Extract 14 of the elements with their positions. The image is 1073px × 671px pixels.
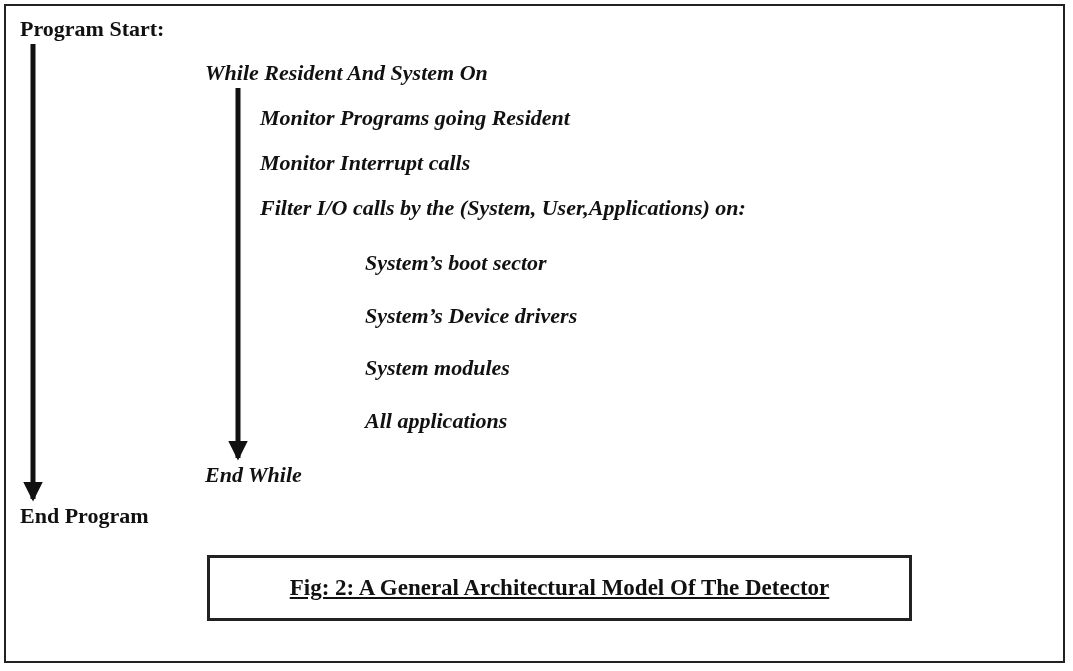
pseudocode-line: Filter I/O calls by the (System, User,Applications) on:: [260, 195, 746, 221]
pseudocode-step: End Program: [20, 503, 149, 529]
pseudocode-step: Program Start:: [20, 16, 165, 42]
flow-arrow: [228, 88, 248, 461]
pseudocode-line: System’s Device drivers: [365, 303, 578, 329]
figure-caption: Fig: 2: A General Architectural Model Of The Detector: [289, 575, 830, 601]
pseudocode-line: System’s boot sector: [365, 250, 547, 276]
pseudocode-step: While Resident And System On: [205, 60, 488, 86]
flow-arrow: [23, 44, 43, 502]
pseudocode-line: Monitor Programs going Resident: [260, 105, 570, 131]
pseudocode-line: System modules: [365, 355, 510, 381]
pseudocode-line: All applications: [365, 408, 508, 434]
pseudocode-step: End While: [205, 462, 302, 488]
pseudocode-line: Monitor Interrupt calls: [260, 150, 471, 176]
